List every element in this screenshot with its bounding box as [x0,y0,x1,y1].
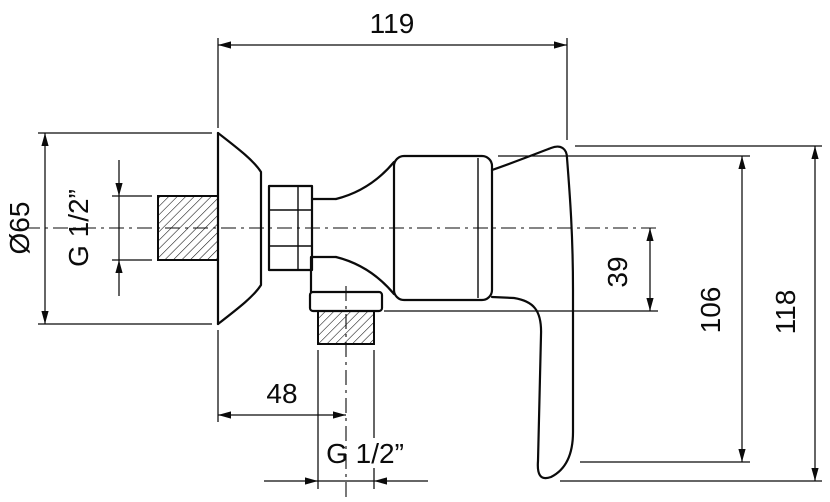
dim-label-body-height: 106 [695,287,726,334]
dim-label-overall-width: 119 [370,8,415,39]
dimension-flange-diameter: Ø65 [4,132,212,325]
dimension-outlet-offset: 48 [217,330,346,422]
flange-cone [216,131,263,326]
dimension-inlet-thread: G 1/2” [63,160,152,296]
inlet-nipple-thread [157,195,219,261]
dim-label-inlet-thread: G 1/2” [63,189,94,267]
outlet-thread [317,310,375,345]
dim-label-outlet-thread: G 1/2” [326,438,404,469]
faucet-outline [157,131,575,480]
bottom-outlet [308,255,384,345]
handle-lever [490,145,575,480]
dimension-body-height: 106 [498,155,750,463]
connector-nut [267,184,314,272]
dimension-overall-height: 118 [560,145,822,482]
dimension-axis-to-outlet: 39 [384,228,658,312]
valve-neck-and-bell [310,160,396,296]
bell-top-curve [334,160,396,201]
dim-label-overall-height: 118 [770,290,801,335]
dimension-outlet-thread: G 1/2” [264,350,428,489]
valve-body [392,154,494,302]
bell-bottom-curve [334,255,396,296]
dimension-overall-width: 119 [217,8,568,140]
wall-flange [216,131,263,326]
dim-label-flange-diameter: Ø65 [4,202,35,255]
body-cylinder [392,154,494,302]
dim-label-axis-to-outlet: 39 [602,256,633,287]
nut-body [267,184,314,272]
dim-label-outlet-offset: 48 [266,378,297,409]
